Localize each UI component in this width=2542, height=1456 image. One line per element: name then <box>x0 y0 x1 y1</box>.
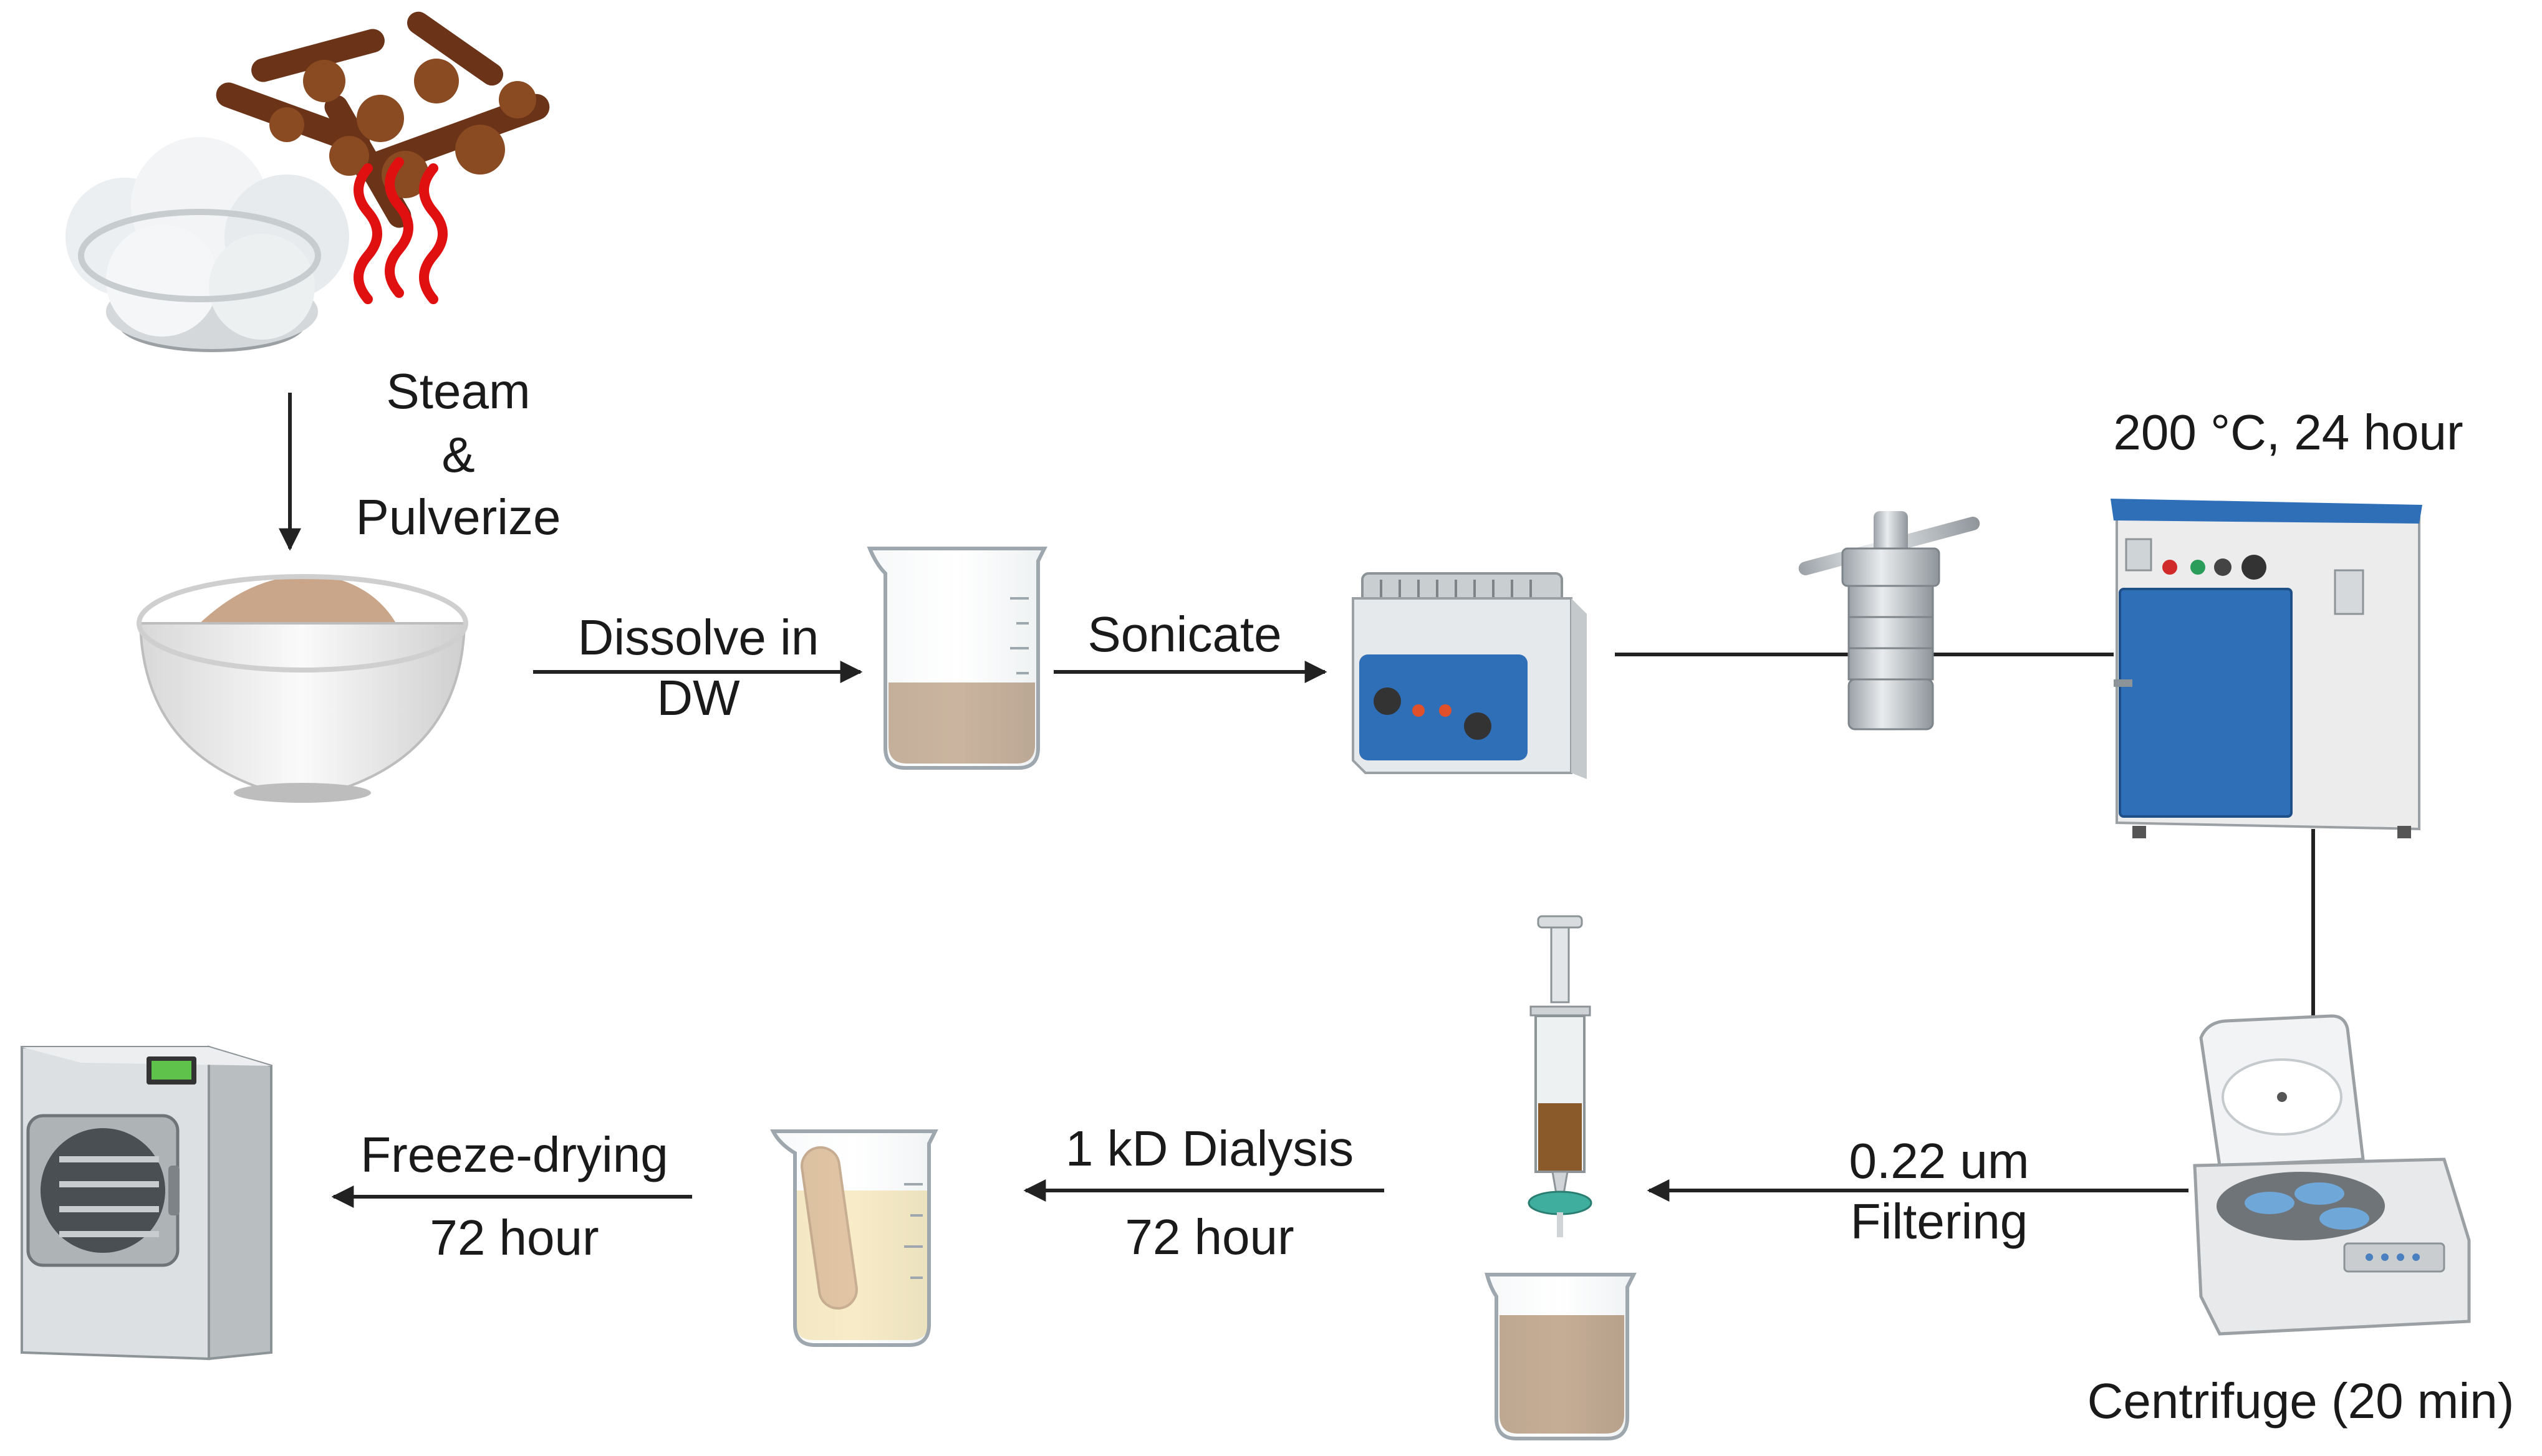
label-freeze-drying: Freeze-drying <box>360 1127 668 1182</box>
label-dialysis: 1 kD Dialysis <box>1065 1121 1354 1176</box>
hydrothermal-autoclave-icon <box>1798 511 1980 730</box>
label-steam: Steam <box>386 363 531 419</box>
ultrasonic-bath-icon <box>1352 572 1587 779</box>
label-pulverize: Pulverize <box>355 489 561 545</box>
label-filtering: Filtering <box>1850 1194 2028 1249</box>
dialysis-beaker-icon <box>770 1129 938 1347</box>
label-freeze-time: 72 hour <box>430 1210 599 1265</box>
oven-icon <box>2111 499 2422 838</box>
powder-bowl-icon <box>137 574 468 803</box>
label-ampersand: & <box>441 427 475 482</box>
label-centrifuge: Centrifuge (20 min) <box>2087 1373 2515 1429</box>
label-autoclave-conditions: 200 °C, 24 hour <box>2113 405 2463 460</box>
cloves-steaming-icon <box>65 11 550 352</box>
beaker-filtrate-icon <box>1485 1273 1637 1440</box>
freeze-dryer-icon <box>21 1045 272 1361</box>
label-dialysis-time: 72 hour <box>1125 1209 1294 1265</box>
syringe-filter-icon <box>1528 915 1592 1237</box>
centrifuge-icon <box>2193 1014 2471 1336</box>
label-dw: DW <box>657 670 740 726</box>
beaker-icon <box>867 547 1047 770</box>
label-filter-size: 0.22 um <box>1849 1133 2029 1189</box>
label-dissolve-in: Dissolve in <box>577 610 819 665</box>
label-sonicate: Sonicate <box>1087 606 1282 662</box>
